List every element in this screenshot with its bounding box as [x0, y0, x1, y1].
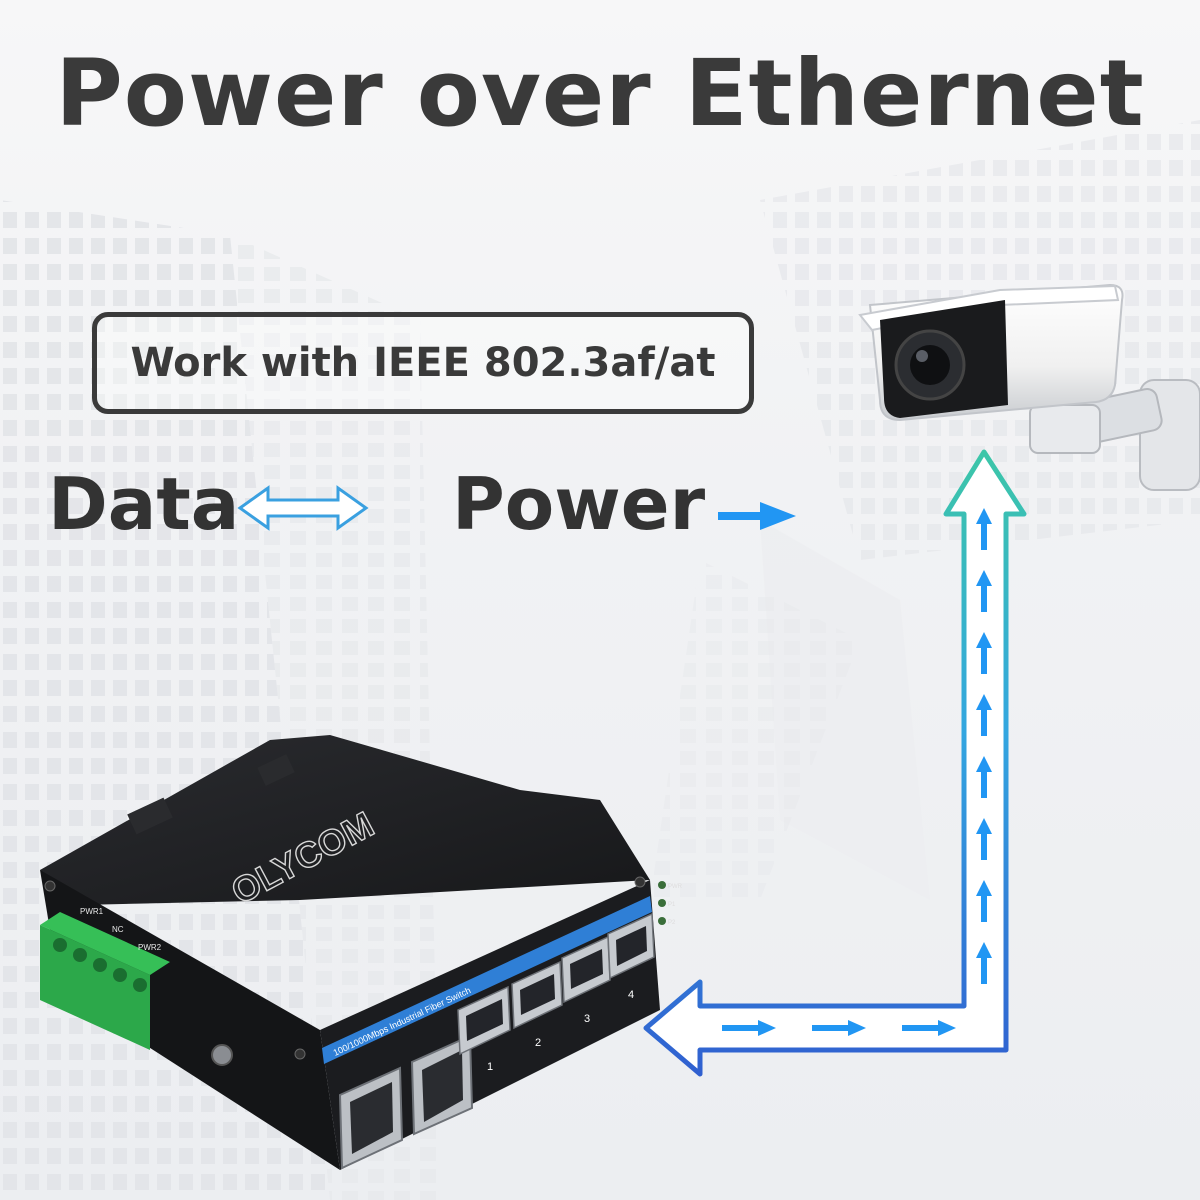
- led-label: P2: [668, 920, 676, 926]
- poe-switch-icon: OLYCOM 100/1000Mbps Industrial Fiber Swi…: [40, 735, 683, 1170]
- sfp-port: [338, 1066, 404, 1170]
- data-label: Data: [48, 462, 240, 546]
- rj45-port: [511, 960, 563, 1030]
- port-number: 3: [584, 1013, 590, 1025]
- security-camera-icon: [858, 283, 1200, 491]
- terminal-label-nc: NC: [112, 925, 124, 934]
- rj45-port: [561, 935, 611, 1004]
- double-headed-arrow-icon: [237, 485, 369, 531]
- standard-badge: Work with IEEE 802.3af/at: [92, 312, 754, 414]
- rj45-port: [607, 912, 655, 980]
- sfp-port: [410, 1034, 474, 1136]
- port-number: 4: [628, 989, 634, 1001]
- port-number: 2: [535, 1037, 541, 1049]
- led-label: P1: [668, 902, 676, 908]
- terminal-block: [40, 912, 170, 1050]
- status-led: [658, 881, 666, 889]
- rj45-port: [457, 985, 511, 1056]
- terminal-label-pwr2: PWR2: [138, 943, 162, 952]
- standard-badge-text: Work with IEEE 802.3af/at: [130, 340, 716, 386]
- terminal-label-pwr1: PWR1: [80, 907, 104, 916]
- poe-path-arrow: [643, 449, 1027, 1077]
- page-title: Power over Ethernet: [55, 40, 1145, 147]
- status-led: [658, 899, 666, 907]
- power-label: Power: [452, 462, 706, 546]
- status-led: [658, 917, 666, 925]
- right-arrow-icon: [718, 502, 796, 530]
- port-number: 1: [487, 1061, 493, 1073]
- ground-screw: [211, 1044, 233, 1066]
- led-label: PWR: [668, 884, 683, 890]
